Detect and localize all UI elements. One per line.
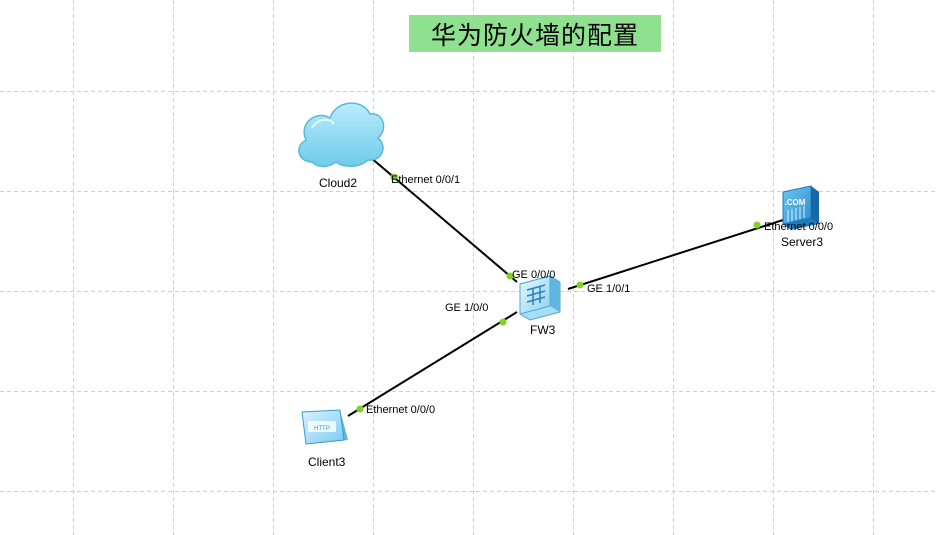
- port-dot-fw-ge101[interactable]: [576, 281, 584, 289]
- server-icon[interactable]: .COM: [782, 185, 819, 230]
- device-name-server: Server3: [781, 235, 824, 249]
- port-dot-fw-ge100[interactable]: [499, 318, 507, 326]
- client-icon[interactable]: HTTP: [301, 409, 348, 445]
- device-name-cloud: Cloud2: [319, 176, 358, 190]
- port-dot-cloud[interactable]: [390, 173, 398, 181]
- diagram-title: 华为防火墙的配置: [409, 15, 661, 52]
- device-name-client: Client3: [308, 455, 346, 469]
- device-name-fw: FW3: [530, 323, 556, 337]
- client-badge: HTTP: [314, 426, 330, 432]
- server-badge: .COM: [785, 198, 806, 207]
- port-label-fw-ge000: GE 0/0/0: [512, 269, 556, 281]
- link-fw-client[interactable]: [347, 311, 518, 417]
- cloud-icon[interactable]: [298, 102, 385, 168]
- port-label-fw-ge100: GE 1/0/0: [445, 302, 489, 314]
- port-label-cloud-eth: Ethernet 0/0/1: [391, 174, 461, 186]
- port-label-client-eth: Ethernet 0/0/0: [366, 404, 436, 416]
- link-fw-server[interactable]: [567, 219, 784, 290]
- firewall-icon[interactable]: [519, 275, 561, 321]
- port-label-fw-ge101: GE 1/0/1: [587, 283, 631, 295]
- port-dot-server[interactable]: [753, 221, 761, 229]
- port-label-server-eth: Ethernet 0/0/0: [764, 221, 834, 233]
- port-dot-client[interactable]: [356, 405, 364, 413]
- port-dot-fw-ge000[interactable]: [506, 272, 514, 280]
